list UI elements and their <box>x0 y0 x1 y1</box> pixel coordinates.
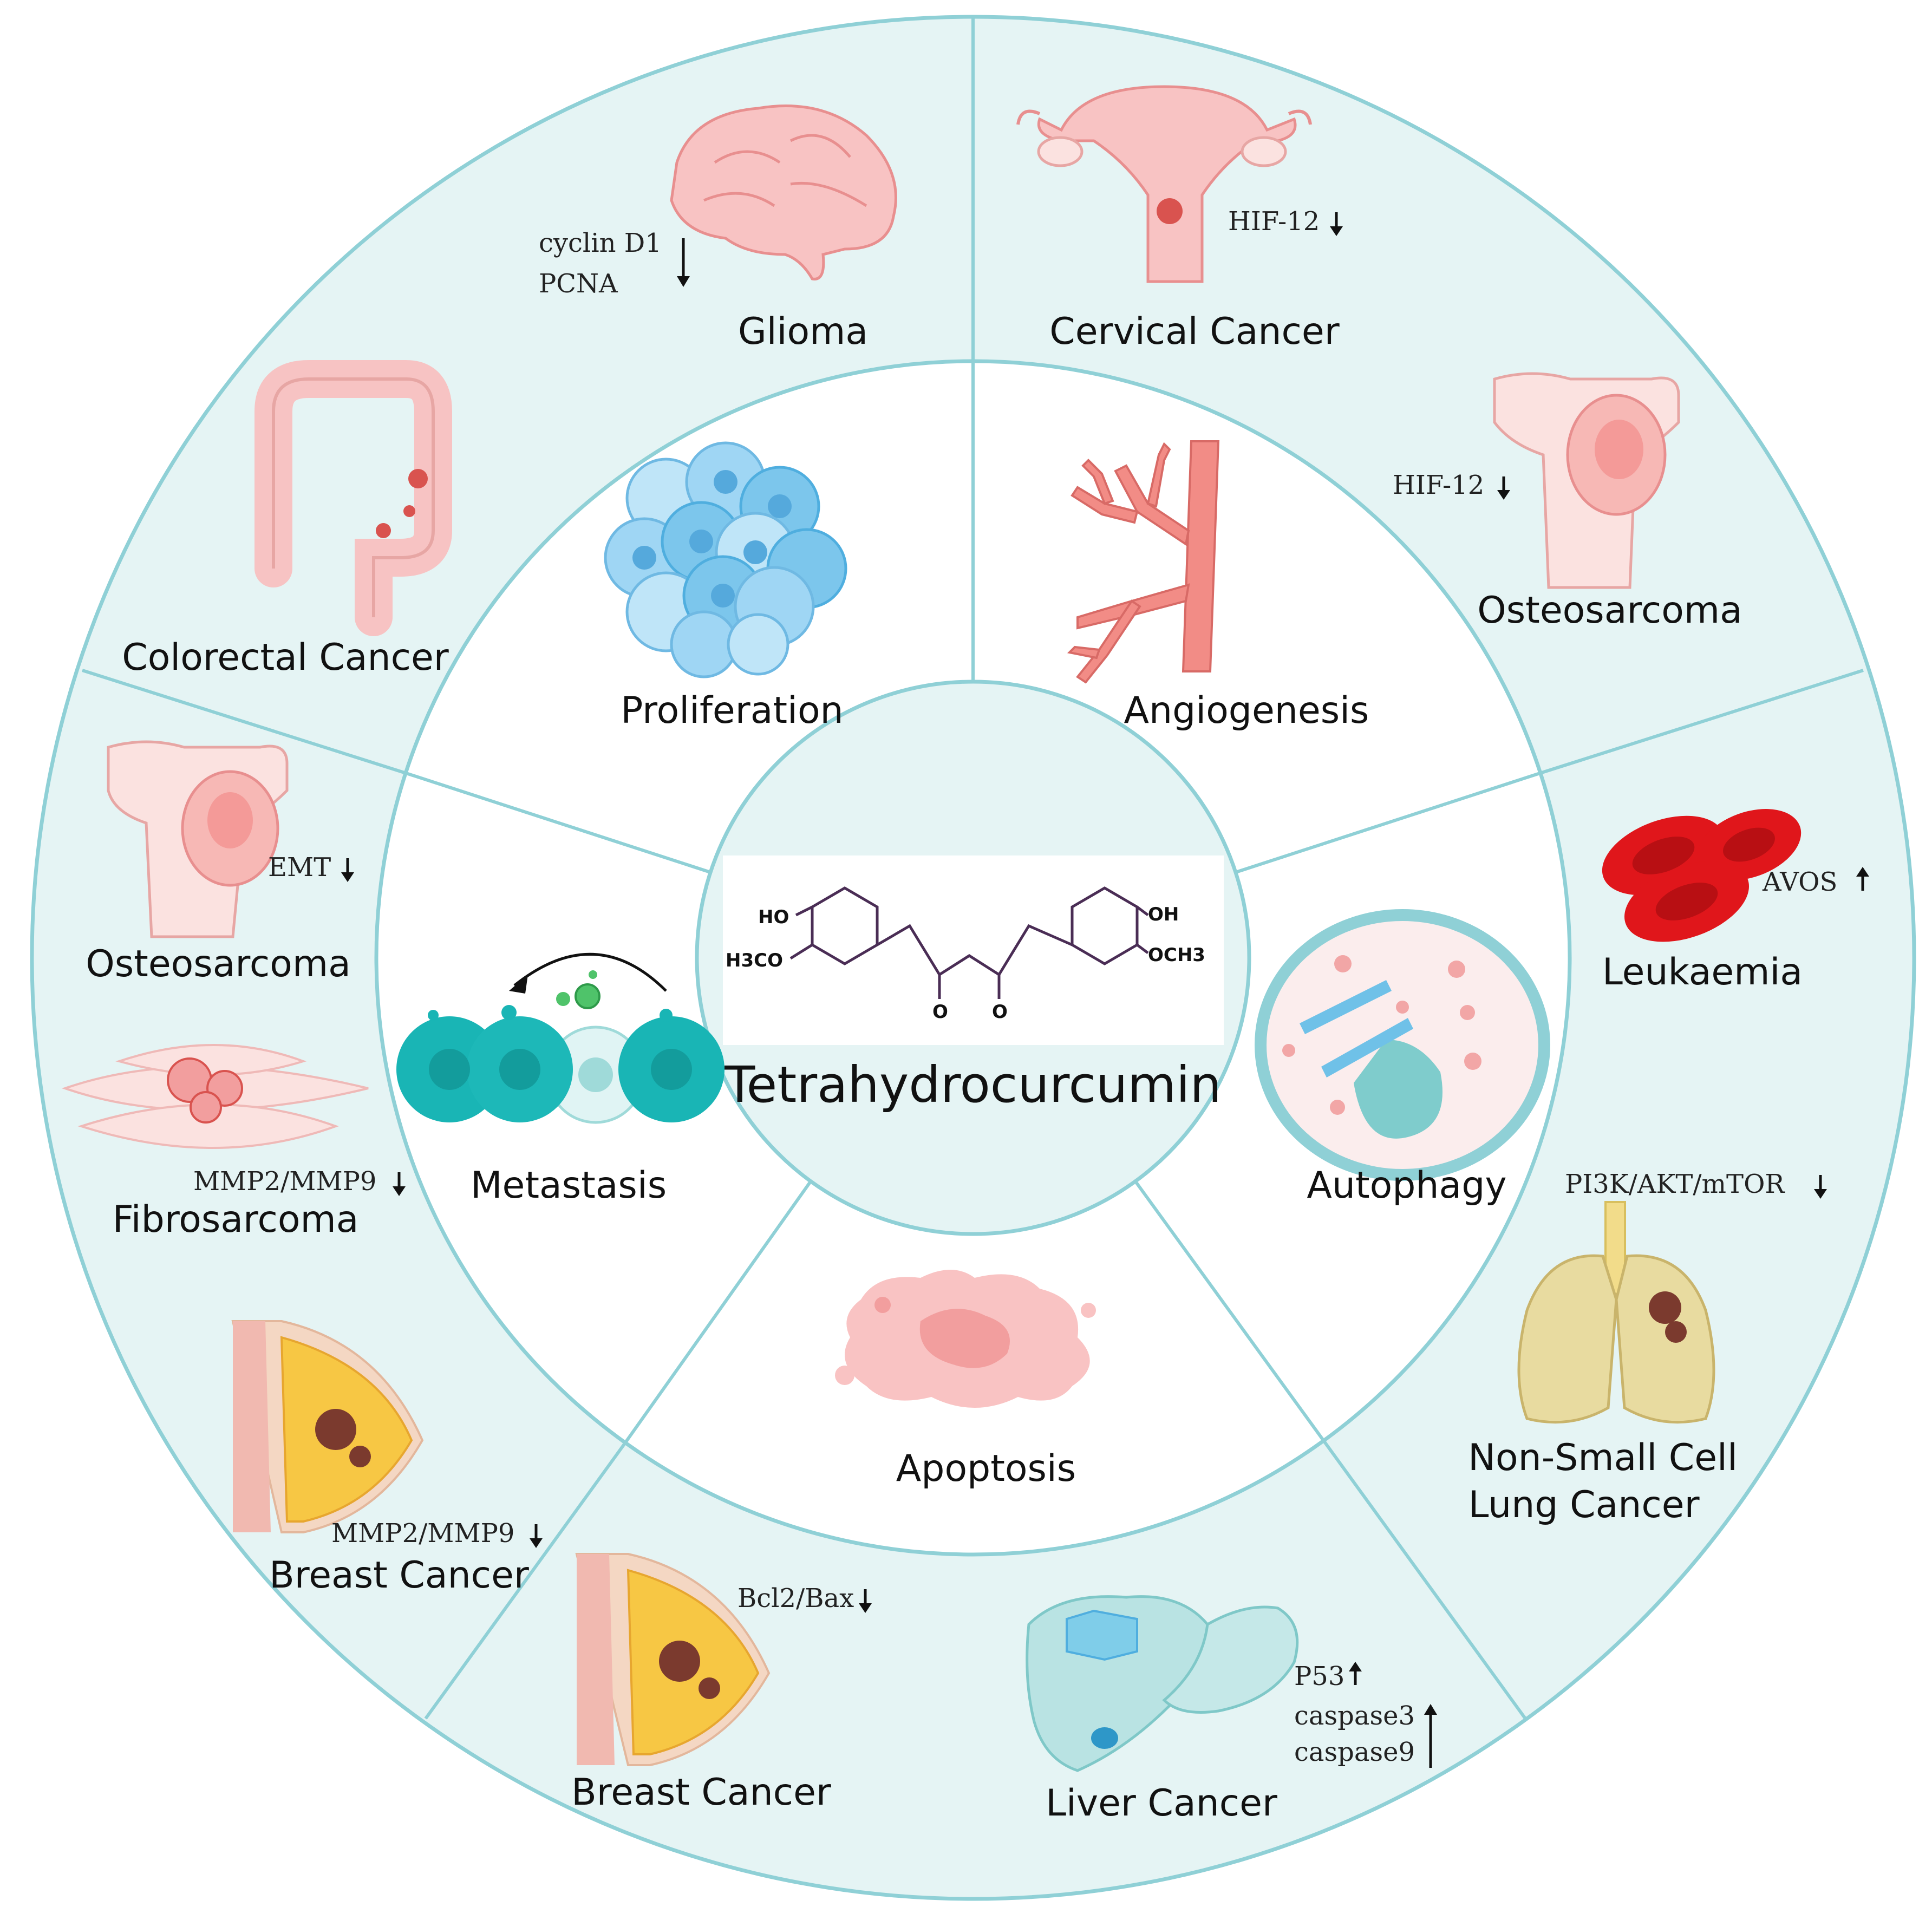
group-o1: O <box>932 1001 948 1023</box>
group-o2: O <box>992 1001 1008 1023</box>
apoptotic-cell-icon <box>835 1270 1096 1408</box>
marker-caspase9: caspase9 <box>1294 1737 1415 1767</box>
label-nsclc-line2: Lung Cancer <box>1468 1484 1699 1526</box>
inner-dividers <box>406 361 1541 1445</box>
label-glioma: Glioma <box>738 310 868 353</box>
group-oh: OH <box>1148 904 1179 925</box>
marker-p53: P53 <box>1294 1661 1344 1692</box>
label-proliferation: Proliferation <box>621 689 843 732</box>
lungs-icon <box>1517 1201 1715 1424</box>
down-arrow-icon <box>341 858 354 882</box>
liver-icon <box>1026 1595 1299 1772</box>
marker-hif-osteo: HIF-12 <box>1393 470 1484 500</box>
marker-pcna: PCNA <box>539 269 618 299</box>
marker-caspase3: caspase3 <box>1294 1701 1415 1731</box>
label-cervical-cancer: Cervical Cancer <box>1049 310 1339 353</box>
outer-dividers <box>82 17 1864 1720</box>
breast-icon <box>575 1553 771 1766</box>
label-osteosarcoma-top: Osteosarcoma <box>1477 589 1742 632</box>
down-arrow-icon <box>393 1172 406 1196</box>
red-blood-cells-icon <box>1602 809 1802 942</box>
label-metastasis: Metastasis <box>471 1164 667 1207</box>
center-title: Tetrahydrocurcumin <box>724 1056 1222 1114</box>
bone-tumor-icon <box>1493 372 1680 589</box>
group-h3co: H3CO <box>726 950 783 971</box>
marker-emt: EMT <box>268 852 331 883</box>
label-angiogenesis: Angiogenesis <box>1124 689 1369 732</box>
marker-mmp-breast: MMP2/MMP9 <box>331 1518 514 1549</box>
down-arrow-icon <box>1330 212 1343 236</box>
chemical-structure: HO H3CO OH OCH3 O O <box>723 855 1224 1045</box>
label-breast-cancer-left: Breast Cancer <box>269 1554 529 1597</box>
proliferation-cells-icon <box>604 441 847 678</box>
label-leukaemia: Leukaemia <box>1602 951 1803 994</box>
down-arrow-icon <box>677 238 690 287</box>
down-arrow-icon <box>1814 1175 1827 1199</box>
uterus-icon <box>1016 85 1312 283</box>
colon-icon <box>254 360 452 636</box>
autophagy-icon <box>1255 909 1550 1181</box>
metastasis-cells-icon <box>396 952 724 1124</box>
marker-bcl2-bax: Bcl2/Bax <box>737 1583 854 1614</box>
down-arrow-icon <box>859 1589 872 1613</box>
blood-vessel-icon <box>1067 440 1220 684</box>
marker-pi3k: PI3K/AKT/mTOR <box>1565 1169 1785 1199</box>
label-apoptosis: Apoptosis <box>896 1447 1076 1490</box>
marker-mmp-fibro: MMP2/MMP9 <box>193 1166 376 1197</box>
label-fibrosarcoma: Fibrosarcoma <box>113 1198 359 1241</box>
fibroblast-icon <box>61 1044 369 1149</box>
label-nsclc-line1: Non-Small Cell <box>1468 1436 1738 1479</box>
up-arrow-icon <box>1856 867 1869 891</box>
label-colorectal-cancer: Colorectal Cancer <box>122 636 449 679</box>
down-arrow-icon <box>530 1524 543 1548</box>
label-osteosarcoma-left: Osteosarcoma <box>86 943 351 985</box>
group-ho: HO <box>758 906 789 928</box>
label-liver-cancer: Liver Cancer <box>1046 1782 1277 1825</box>
label-breast-cancer-bottom: Breast Cancer <box>571 1771 831 1814</box>
brain-icon <box>670 105 897 280</box>
marker-avos: AVOS <box>1762 867 1837 897</box>
down-arrow-icon <box>1497 476 1510 500</box>
marker-cyclin-d1: cyclin D1 <box>539 228 662 258</box>
marker-hif-cervical: HIF-12 <box>1228 206 1320 237</box>
label-autophagy: Autophagy <box>1307 1164 1506 1207</box>
up-arrow-icon <box>1349 1662 1362 1685</box>
bone-tumor-icon <box>107 740 289 938</box>
up-arrow-icon <box>1424 1704 1437 1768</box>
group-och3: OCH3 <box>1148 944 1205 966</box>
breast-icon <box>231 1320 424 1533</box>
